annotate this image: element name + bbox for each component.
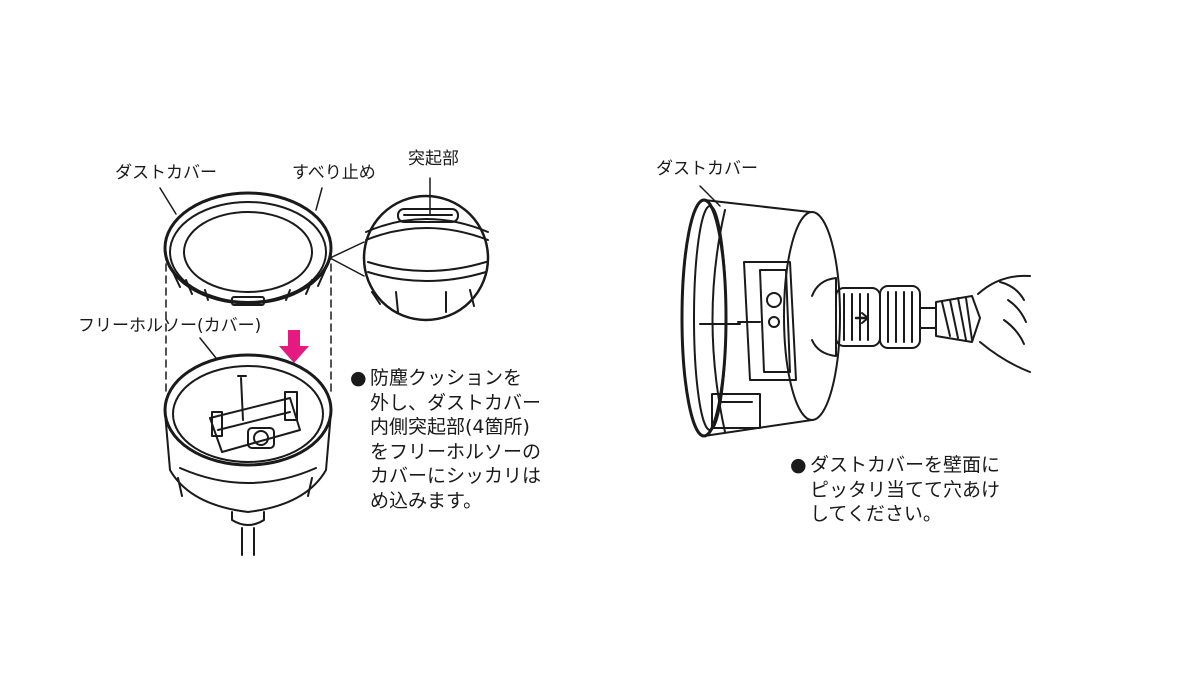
note-right-line-3: してください。 <box>810 503 942 525</box>
note-left-line-6: め込みます。 <box>370 489 483 512</box>
note-right-line-1: ダストカバーを壁面に <box>810 454 1001 476</box>
push-down-arrow <box>279 330 309 363</box>
label-anti-slip: すべり止め <box>292 163 376 183</box>
dust-cover-ring <box>163 191 333 306</box>
note-left-line-1: 防塵クッションを <box>370 367 523 389</box>
alignment-lines <box>165 251 332 393</box>
note-left-line-3: 内側突起部(4箇所) <box>370 416 530 438</box>
detail-magnifier <box>329 194 490 322</box>
label-free-hole-saw-cover: フリーホルソー(カバー) <box>78 316 262 336</box>
note-left-line-5: カバーにシッカリは <box>370 465 542 487</box>
instruction-note-right: ●ダストカバーを壁面に ピッタリ当てて穴あけ してください。 <box>790 453 1000 527</box>
bullet-icon: ● <box>790 454 807 476</box>
instruction-note-left: ●防塵クッションを 外し、ダストカバー 内側突起部(4箇所) をフリーホルソーの… <box>350 366 541 513</box>
hole-saw-on-drill <box>680 198 1031 438</box>
note-left-line-4: をフリーホルソーの <box>370 440 542 463</box>
label-dust-cover-right: ダストカバー <box>656 159 758 179</box>
bullet-icon: ● <box>350 367 367 389</box>
free-hole-saw <box>163 353 333 556</box>
label-protrusion: 突起部 <box>408 149 459 169</box>
note-right-line-2: ピッタリ当てて穴あけ <box>810 478 1001 501</box>
label-dust-cover-left: ダストカバー <box>115 163 217 183</box>
note-left-line-2: 外し、ダストカバー <box>370 391 542 414</box>
